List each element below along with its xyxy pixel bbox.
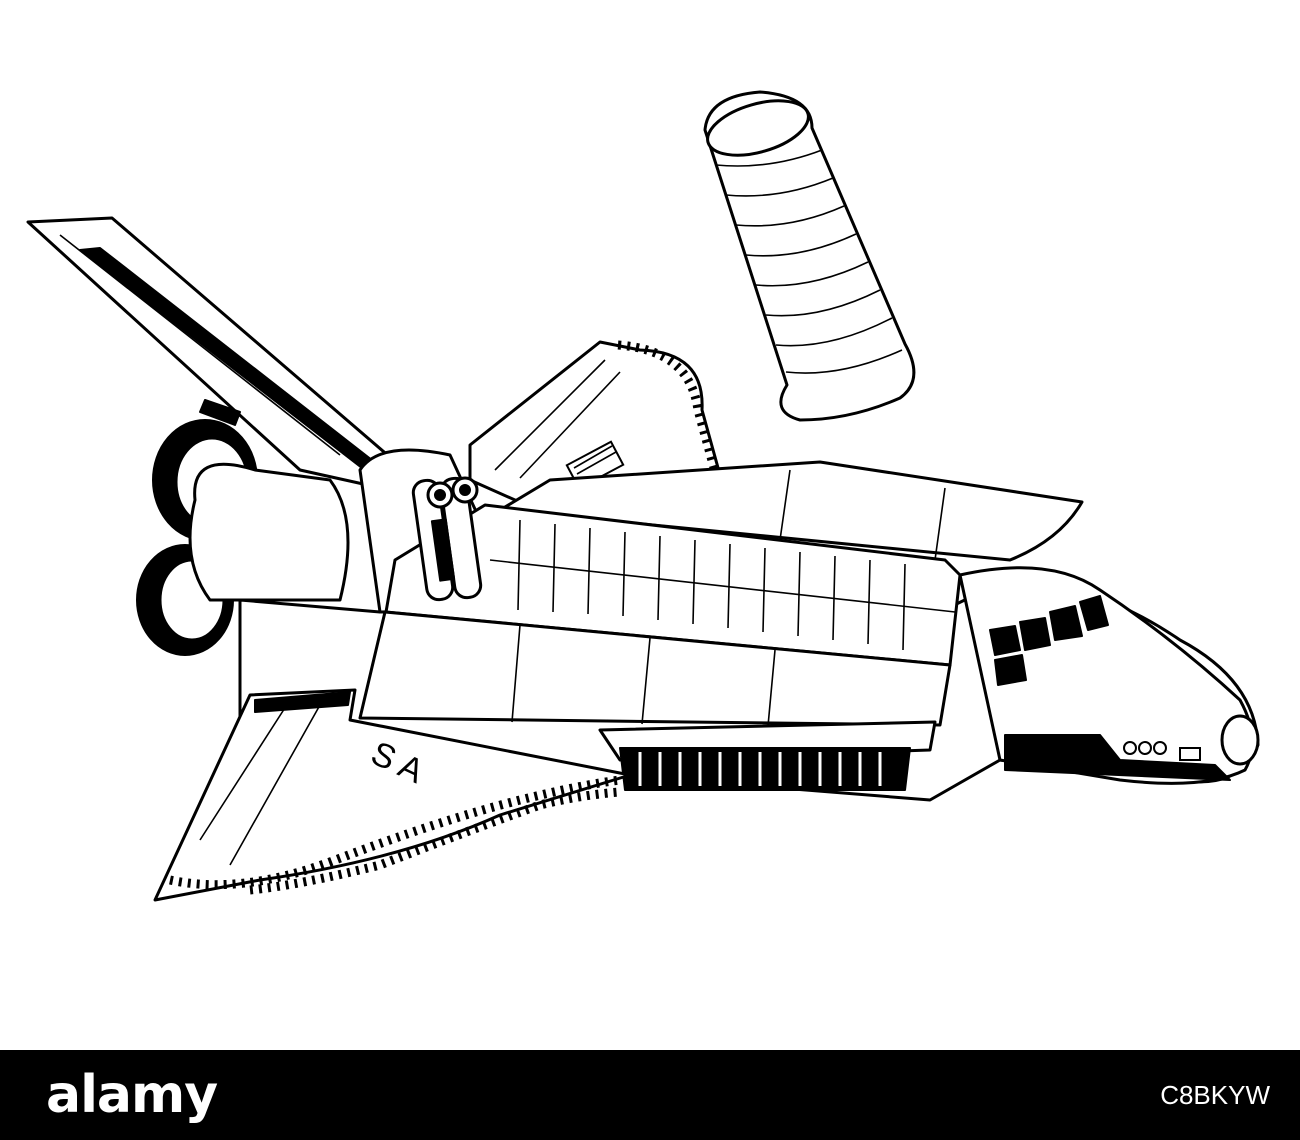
alamy-logo: alamy [46,1065,218,1125]
payload-bay-door-left [358,610,952,791]
footer-bar: alamy C8BKYW [0,1050,1300,1140]
radiator-panel [619,747,911,791]
crew-cabin [958,566,1260,785]
main-engines [136,419,350,656]
satellite-cylinder [703,90,916,422]
near-wing: S A [153,688,632,902]
cockpit-windows [989,595,1109,686]
space-shuttle-illustration: S A [26,90,1260,902]
image-id-label: C8BKYW [1160,1080,1270,1110]
payload-canisters [411,476,483,602]
payload-bay-door-right [498,460,1084,562]
